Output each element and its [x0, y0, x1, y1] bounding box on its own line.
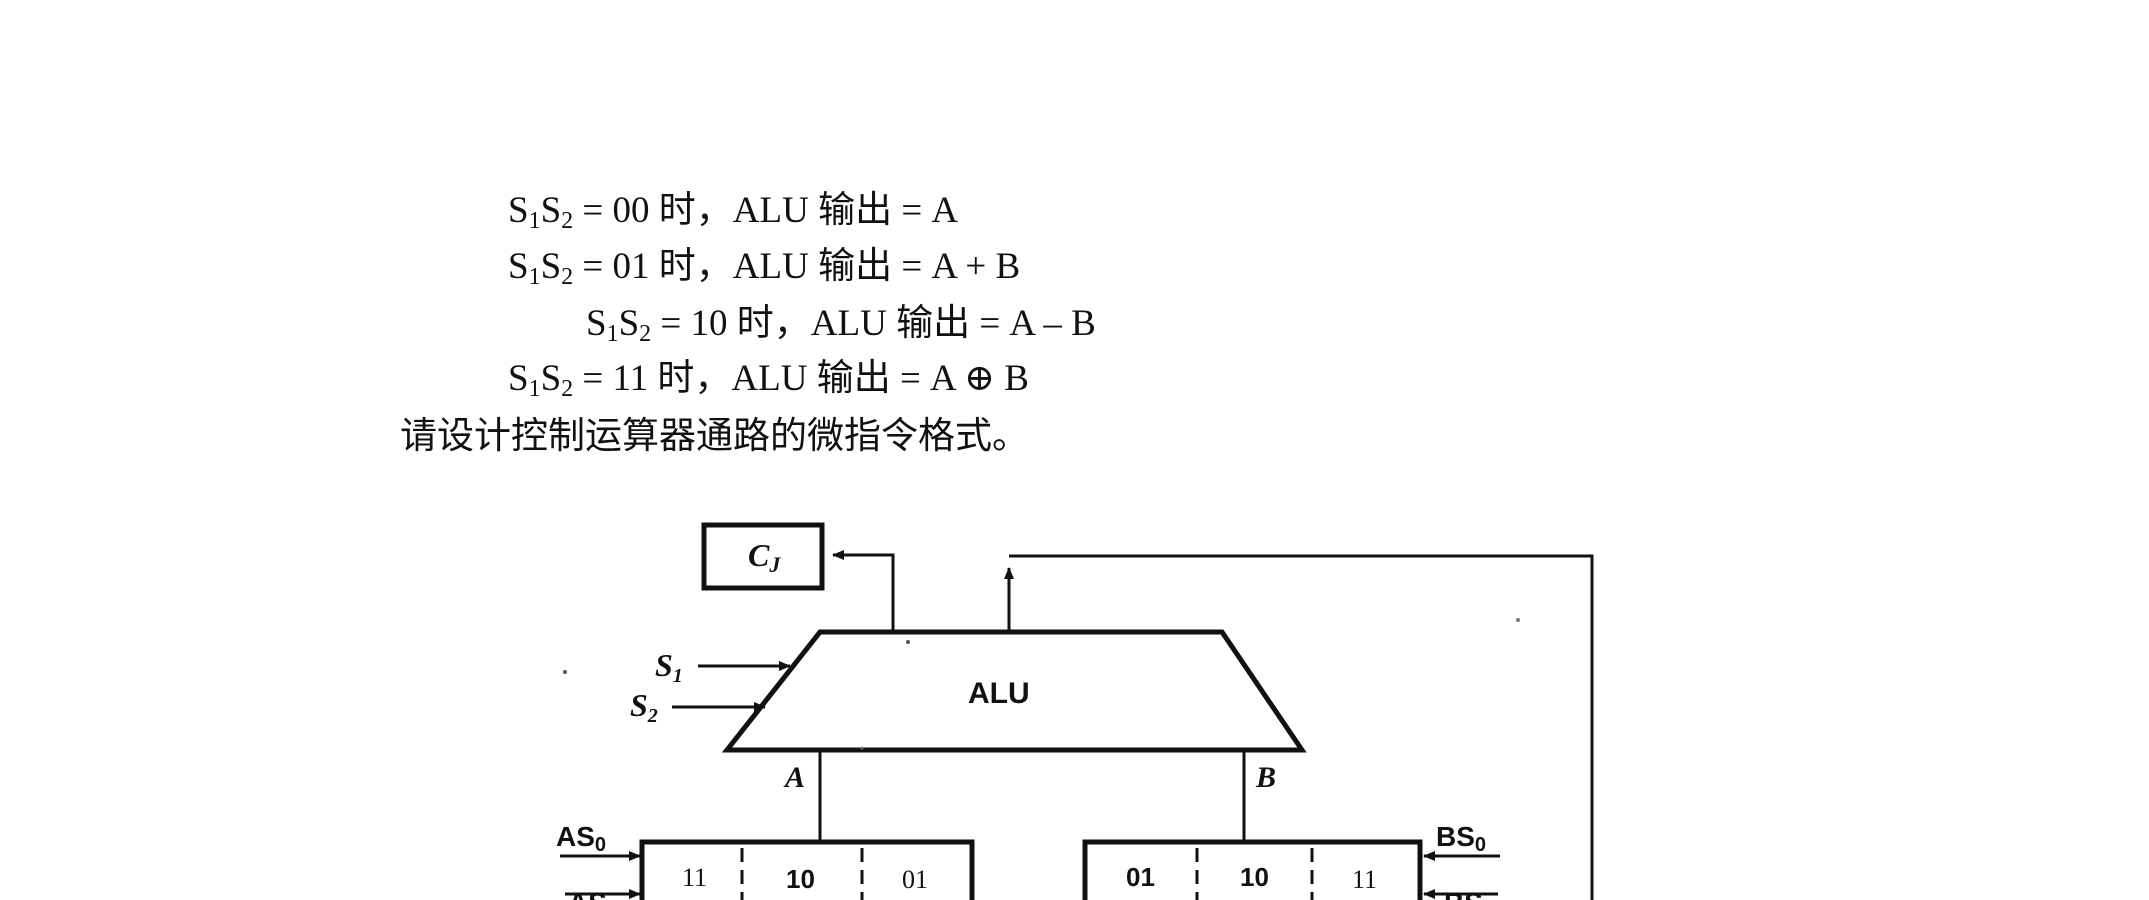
right-mux-cell: 01: [1126, 862, 1155, 892]
right-mux-box: [1082, 839, 1423, 900]
left-mux: 11 10 01: [639, 839, 975, 900]
b-input-label: B: [1255, 761, 1276, 794]
condition-line-00: S1S2 = 00 时，ALU 输出 = A: [508, 190, 959, 234]
scan-speck: [906, 640, 910, 644]
cj-flag-box: [701, 522, 825, 591]
right-mux-cell: 10: [1240, 862, 1269, 892]
s2-label: S2: [630, 687, 658, 727]
as0-label: AS0: [556, 821, 606, 856]
cj-label: CJ: [748, 537, 781, 577]
right-mux: 01 10 11: [1082, 839, 1423, 900]
alu-to-cj-line: [832, 550, 895, 632]
s1-label: S1: [655, 647, 683, 687]
feedback-path: [1009, 554, 1594, 900]
right-mux-cell: 11: [1352, 865, 1377, 894]
scan-speck: [1516, 618, 1520, 622]
question-text: 请设计控制运算器通路的微指令格式。: [400, 416, 1029, 457]
scan-speck: [860, 746, 864, 750]
left-mux-cell: 10: [786, 864, 815, 894]
bs0-label: BS0: [1436, 821, 1486, 856]
condition-line-11: S1S2 = 11 时，ALU 输出 = A ⊕ B: [508, 358, 1029, 402]
scan-speck: [563, 670, 567, 674]
left-mux-box: [639, 839, 975, 900]
condition-line-01: S1S2 = 01 时，ALU 输出 = A + B: [508, 246, 1021, 290]
left-mux-cell: 11: [682, 863, 707, 892]
condition-line-10: S1S2 = 10 时，ALU 输出 = A – B: [586, 303, 1096, 347]
alu-label: ALU: [968, 677, 1030, 710]
a-input-label: A: [783, 761, 805, 794]
left-mux-cell: 01: [902, 865, 928, 894]
